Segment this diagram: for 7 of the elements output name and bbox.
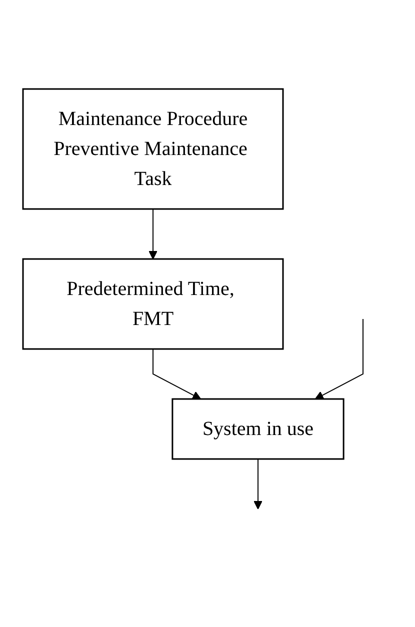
arrow <box>152 348 201 399</box>
arrow <box>148 208 157 259</box>
process-box: Predetermined Time, FMT <box>22 258 284 350</box>
arrow <box>314 318 363 399</box>
process-box: Maintenance Procedure Preventive Maintenance Task <box>22 88 284 210</box>
process-box: System in use <box>171 398 344 460</box>
arrow <box>253 458 262 509</box>
